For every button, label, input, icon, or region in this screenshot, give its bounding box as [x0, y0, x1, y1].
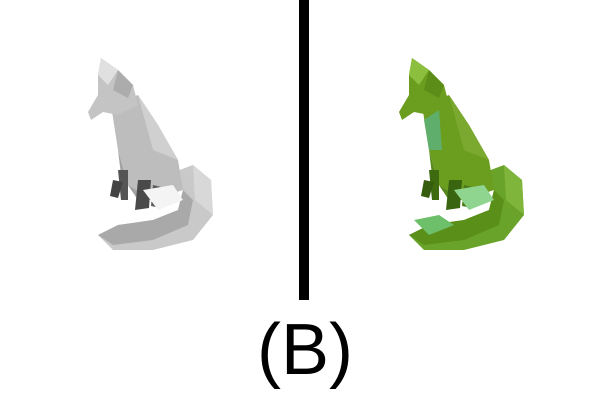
vertical-divider [299, 0, 309, 300]
figure-caption: (B) [257, 310, 353, 390]
green-fox-image [399, 58, 524, 250]
gray-fox-image [88, 58, 213, 250]
